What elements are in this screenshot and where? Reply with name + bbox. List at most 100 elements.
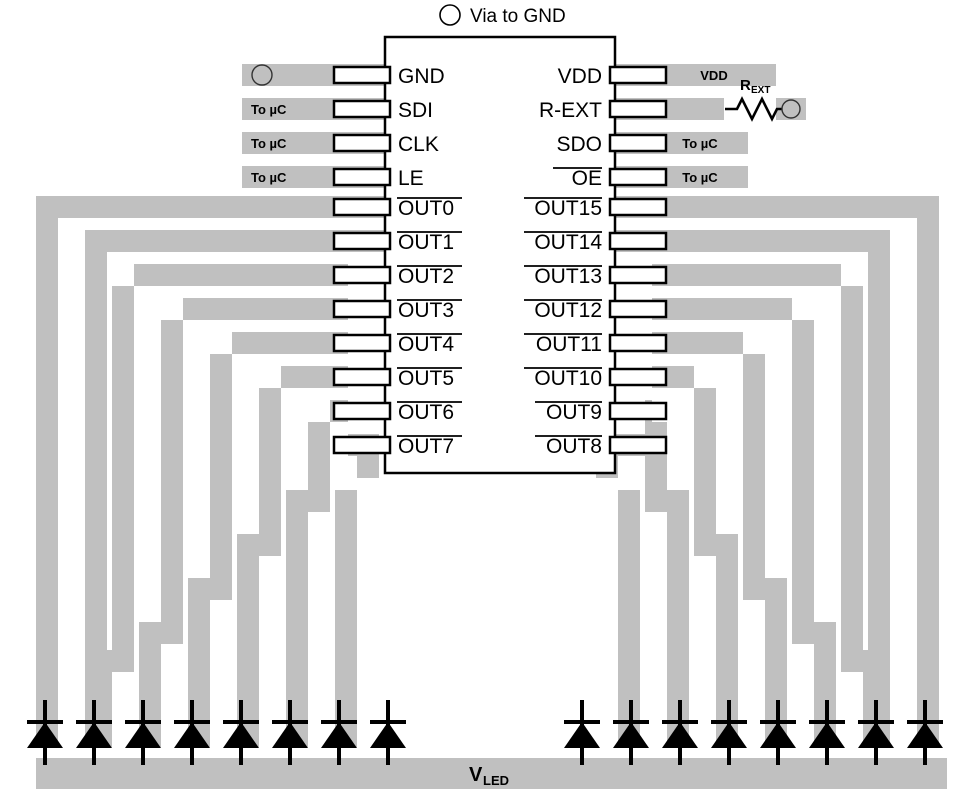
pin-label-sdi: SDI [398,99,433,122]
trace-out7 [335,434,379,747]
pad-rext[interactable] [608,99,668,119]
pad-layer [332,65,668,455]
led-11 [662,700,698,765]
pad-gnd[interactable] [332,65,392,85]
vled-label-sub: LED [483,773,509,788]
led-8 [370,700,406,765]
copper-trace-layer [36,64,947,789]
trace-label-vdd: VDD [700,68,727,83]
led-6 [272,700,308,765]
led-12 [711,700,747,765]
led-15 [858,700,894,765]
led-row [27,700,943,765]
pad-out15[interactable] [608,197,668,217]
pad-out5[interactable] [332,367,392,387]
pad-out14[interactable] [608,231,668,251]
trace-label-le: To µC [251,170,287,185]
via-to-gnd-icon [439,4,461,26]
pad-out0[interactable] [332,197,392,217]
led-13 [760,700,796,765]
pad-oe[interactable] [608,167,668,187]
pin-label-out3: OUT3 [398,299,454,322]
trace-out13 [652,264,885,747]
pad-out2[interactable] [332,265,392,285]
rext-via-icon [781,99,801,119]
pin-label-out1: OUT1 [398,231,454,254]
pad-out9[interactable] [608,401,668,421]
pin-label-out15: OUT15 [534,197,602,220]
led-16 [907,700,943,765]
led-9 [564,700,600,765]
pad-out10[interactable] [608,367,668,387]
pin-label-out9: OUT9 [546,401,602,424]
pad-sdi[interactable] [332,99,392,119]
resistor-zigzag-icon [725,96,787,122]
pin-label-out11: OUT11 [536,333,602,356]
vled-label: V LED [469,764,509,788]
led-3 [125,700,161,765]
legend-label: Via to GND [470,6,566,27]
led-14 [809,700,845,765]
trace-out2 [90,264,348,747]
pad-out7[interactable] [332,435,392,455]
pad-out4[interactable] [332,333,392,353]
trace-out3 [139,298,348,747]
pin-label-out8: OUT8 [546,435,602,458]
pin-label-out13: OUT13 [534,265,602,288]
trace-out9 [645,400,689,747]
trace-out11 [652,332,787,747]
trace-out4 [188,332,348,747]
pin-label-out2: OUT2 [398,265,454,288]
pad-out13[interactable] [608,265,668,285]
pin-label-gnd: GND [398,65,445,88]
pin-label-le: LE [398,167,424,190]
pin-label-out5: OUT5 [398,367,454,390]
led-2 [76,700,112,765]
trace-out8 [596,434,652,747]
pad-out11[interactable] [608,333,668,353]
pad-out6[interactable] [332,401,392,421]
pad-out8[interactable] [608,435,668,455]
pin-label-clk: CLK [398,133,439,156]
legend: Via to GND [439,4,566,27]
pin-label-out4: OUT4 [398,333,454,356]
trace-out5 [237,366,348,747]
trace-label-oe: To µC [682,170,718,185]
trace-out12 [652,298,836,747]
led-5 [223,700,259,765]
gnd-via-icon [251,64,273,86]
led-4 [174,700,210,765]
pad-out12[interactable] [608,299,668,319]
pin-label-oe: OE [572,167,602,190]
pin-label-sdo: SDO [556,133,602,156]
trace-out10 [652,366,738,747]
pin-label-out0: OUT0 [398,197,454,220]
pin-label-out12: OUT12 [534,299,602,322]
vled-label-main: V [469,764,483,786]
led-10 [613,700,649,765]
pin-label-rext: R-EXT [539,99,602,122]
trace-label-sdi: To µC [251,102,287,117]
led-7 [321,700,357,765]
trace-label-sdo: To µC [682,136,718,151]
ic-body [383,35,617,475]
vled-power-rail [36,758,947,789]
pin-labels: GND SDI CLK LE VDD R-EXT SDO OE OUT0 OUT… [397,65,602,458]
led-1 [27,700,63,765]
pad-clk[interactable] [332,133,392,153]
pad-out1[interactable] [332,231,392,251]
pad-le[interactable] [332,167,392,187]
pad-out3[interactable] [332,299,392,319]
pin-label-out14: OUT14 [534,231,602,254]
pad-sdo[interactable] [608,133,668,153]
trace-out6 [286,400,348,747]
trace-label-clk: To µC [251,136,287,151]
pin-label-out6: OUT6 [398,401,454,424]
pin-label-out7: OUT7 [398,435,454,458]
rext-label: R [740,77,751,94]
rext-resistor: R EXT [725,77,801,122]
rext-label-sub: EXT [751,85,770,96]
pad-vdd[interactable] [608,65,668,85]
pin-label-vdd: VDD [558,65,602,88]
